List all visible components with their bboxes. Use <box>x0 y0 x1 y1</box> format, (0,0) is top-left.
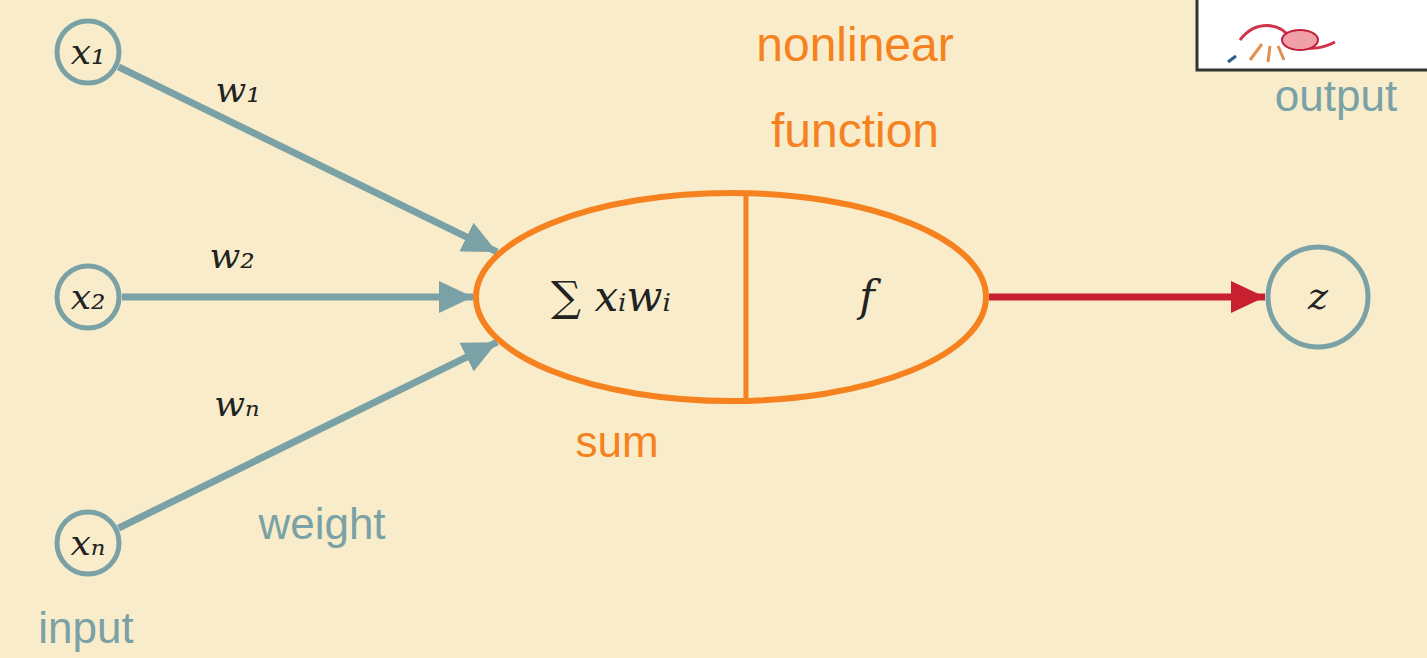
label-text: nonlinear function <box>756 18 953 157</box>
node-text: x₂ <box>71 276 106 317</box>
node-text: xₙ <box>71 522 106 563</box>
node-text: z <box>1308 275 1328 319</box>
weight-label: w₂ <box>209 236 254 276</box>
input-node: x₁ <box>54 18 122 86</box>
neuron-illustration <box>1197 0 1427 70</box>
weight-symbol: w₁ <box>215 69 260 110</box>
divider-line <box>743 193 748 401</box>
node-border <box>1268 247 1368 347</box>
node-border <box>57 512 119 574</box>
node-border <box>57 21 119 83</box>
node-outline <box>473 190 989 404</box>
function-label: nonlinear function <box>720 2 990 174</box>
node-border <box>57 266 119 328</box>
weight-symbol: w₂ <box>209 235 254 276</box>
weight-arrow <box>119 67 497 252</box>
label-text: output <box>1275 71 1397 120</box>
node-text: x₁ <box>71 31 106 72</box>
weight-label: w₁ <box>215 70 260 110</box>
neuron-body: ∑ xᵢwᵢ f <box>473 190 989 404</box>
label-text: input <box>38 603 133 652</box>
label-text: sum <box>575 417 658 466</box>
activation-text: f <box>859 273 875 321</box>
weight-arrow <box>122 294 473 301</box>
weight-label: weight <box>258 498 385 550</box>
input-node: x₂ <box>54 263 122 331</box>
weight-symbol: wₙ <box>214 383 259 424</box>
sum-label: sum <box>575 416 658 468</box>
input-node: xₙ <box>54 509 122 577</box>
label-text: weight <box>258 499 385 548</box>
output-node: z <box>1265 244 1371 350</box>
node-text: ∑ xᵢwᵢ <box>551 273 671 321</box>
input-label: input <box>38 602 133 654</box>
output-label: output <box>1275 70 1397 122</box>
weight-label: wₙ <box>214 384 259 424</box>
node-border <box>476 193 986 401</box>
output-arrow <box>989 294 1265 301</box>
